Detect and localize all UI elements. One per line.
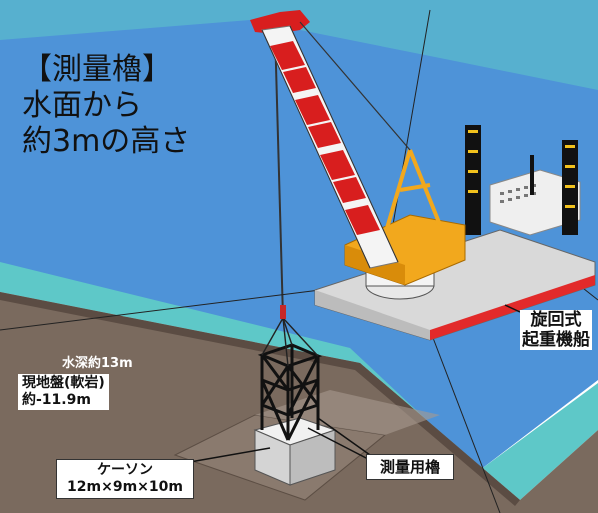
caisson-label-line-2: 12m×9m×10m <box>67 479 183 495</box>
ground-level-label: 現地盤(軟岩) 約-11.9m <box>18 374 109 410</box>
pit-wall <box>255 390 440 435</box>
sea-surface-far <box>0 0 598 470</box>
sea-glare <box>0 0 598 90</box>
crane-boom <box>250 10 399 269</box>
barge-hull-front <box>315 290 430 340</box>
crane-ship-label-line-2: 起重機船 <box>522 330 590 350</box>
a-frame <box>383 149 442 236</box>
lifting-slings <box>261 317 319 367</box>
title-line-2: 水面から <box>22 88 142 123</box>
title-line-3: 約3mの高さ <box>22 124 191 159</box>
caisson-label: ケーソン 12m×9m×10m <box>56 459 194 499</box>
crane-ship-label-line-1: 旋回式 <box>530 310 582 330</box>
ground-level-line-2: 約-11.9m <box>22 392 91 408</box>
title-line-1: 【測量櫓】 <box>22 52 172 87</box>
barge-hull-stripe <box>430 275 595 340</box>
hoist-cable <box>274 29 284 319</box>
boom-pendant <box>299 21 411 151</box>
survey-tower-label: 測量用櫓 <box>366 454 454 480</box>
deck-house <box>489 169 581 236</box>
water-depth-label: 水深約13m <box>62 356 133 371</box>
spud-leg-marks <box>468 130 575 208</box>
leader-lines <box>189 304 521 463</box>
shallow-water-band <box>0 262 598 500</box>
caisson-label-line-1: ケーソン <box>97 462 153 478</box>
hook-block <box>280 305 286 319</box>
diagram-title: 【測量櫓】 水面から 約3mの高さ <box>22 52 190 160</box>
crane-ship-label: 旋回式 起重機船 <box>520 310 592 350</box>
ground-level-line-1: 現地盤(軟岩) <box>22 375 105 391</box>
